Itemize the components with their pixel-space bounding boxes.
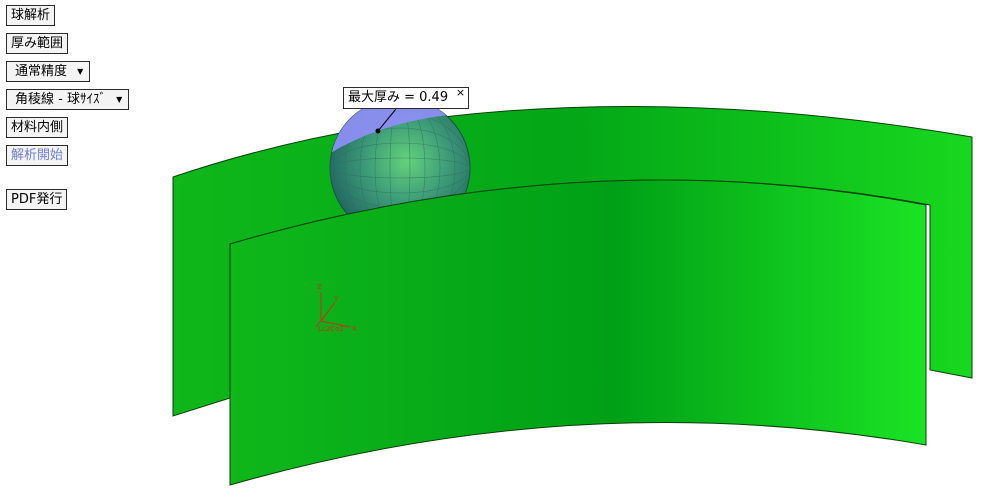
chevron-down-icon: ▼ xyxy=(77,67,84,76)
annotation-leader-line xyxy=(377,108,397,132)
sphere-analysis-button[interactable]: 球解析 xyxy=(6,5,56,26)
max-thickness-text: 最大厚み = 0.49 xyxy=(348,90,449,105)
start-analysis-label: 解析開始 xyxy=(11,148,64,163)
triad-y-label: Y xyxy=(333,295,339,303)
triad-x-label: X xyxy=(352,325,357,333)
precision-label: 通常精度 xyxy=(15,64,68,79)
edge-mode-label: 角稜線 - 球ｻｲｽﾞ xyxy=(15,92,106,107)
start-analysis-button[interactable]: 解析開始 xyxy=(6,145,69,166)
material-inside-label: 材料内側 xyxy=(11,120,64,135)
sphere-analysis-label: 球解析 xyxy=(11,8,51,23)
pdf-export-button[interactable]: PDF発行 xyxy=(6,189,68,210)
pdf-export-label: PDF発行 xyxy=(11,192,63,207)
triad-z-label: Z xyxy=(317,283,322,291)
max-thickness-point xyxy=(375,128,381,134)
precision-dropdown[interactable]: 通常精度 ▼ xyxy=(6,61,91,82)
close-icon[interactable]: × xyxy=(455,86,466,99)
thickness-range-label: 厚み範囲 xyxy=(11,36,64,51)
front-sheet-surface xyxy=(229,179,927,486)
edge-mode-dropdown[interactable]: 角稜線 - 球ｻｲｽﾞ ▼ xyxy=(6,89,130,110)
max-thickness-annotation: 最大厚み = 0.49 × xyxy=(343,86,470,109)
coordinate-triad xyxy=(315,292,351,328)
material-inside-button[interactable]: 材料内側 xyxy=(6,117,69,138)
triad-caption: Lc2Co2 xyxy=(318,325,344,333)
chevron-down-icon: ▼ xyxy=(116,95,123,104)
thickness-range-button[interactable]: 厚み範囲 xyxy=(6,33,69,54)
